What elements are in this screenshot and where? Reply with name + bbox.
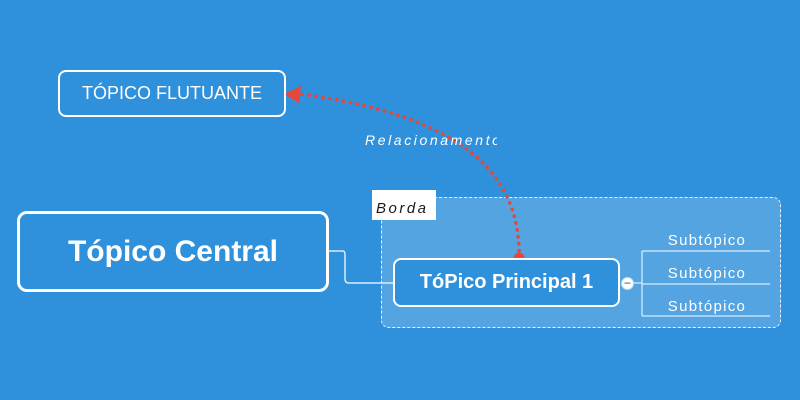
subtopic-3[interactable]: Subtópico	[667, 298, 747, 315]
subtopic-1[interactable]: Subtópico	[667, 232, 747, 249]
central-topic[interactable]: Tópico Central	[17, 211, 329, 292]
arrowhead-icon	[284, 86, 301, 103]
relationship-label[interactable]: Relacionamento	[365, 132, 497, 148]
relationship-line[interactable]	[298, 92, 521, 260]
main-topic[interactable]: TóPico Principal 1	[393, 258, 620, 307]
subtopic-2[interactable]: Subtópico	[667, 265, 747, 282]
connector-main-to-subtopics	[634, 250, 770, 317]
connector-central-to-main	[329, 250, 393, 284]
boundary-label[interactable]: Borda	[372, 190, 436, 220]
floating-topic[interactable]: TÓPICO FLUTUANTE	[58, 70, 286, 117]
minus-circle-icon[interactable]: −	[621, 277, 634, 290]
